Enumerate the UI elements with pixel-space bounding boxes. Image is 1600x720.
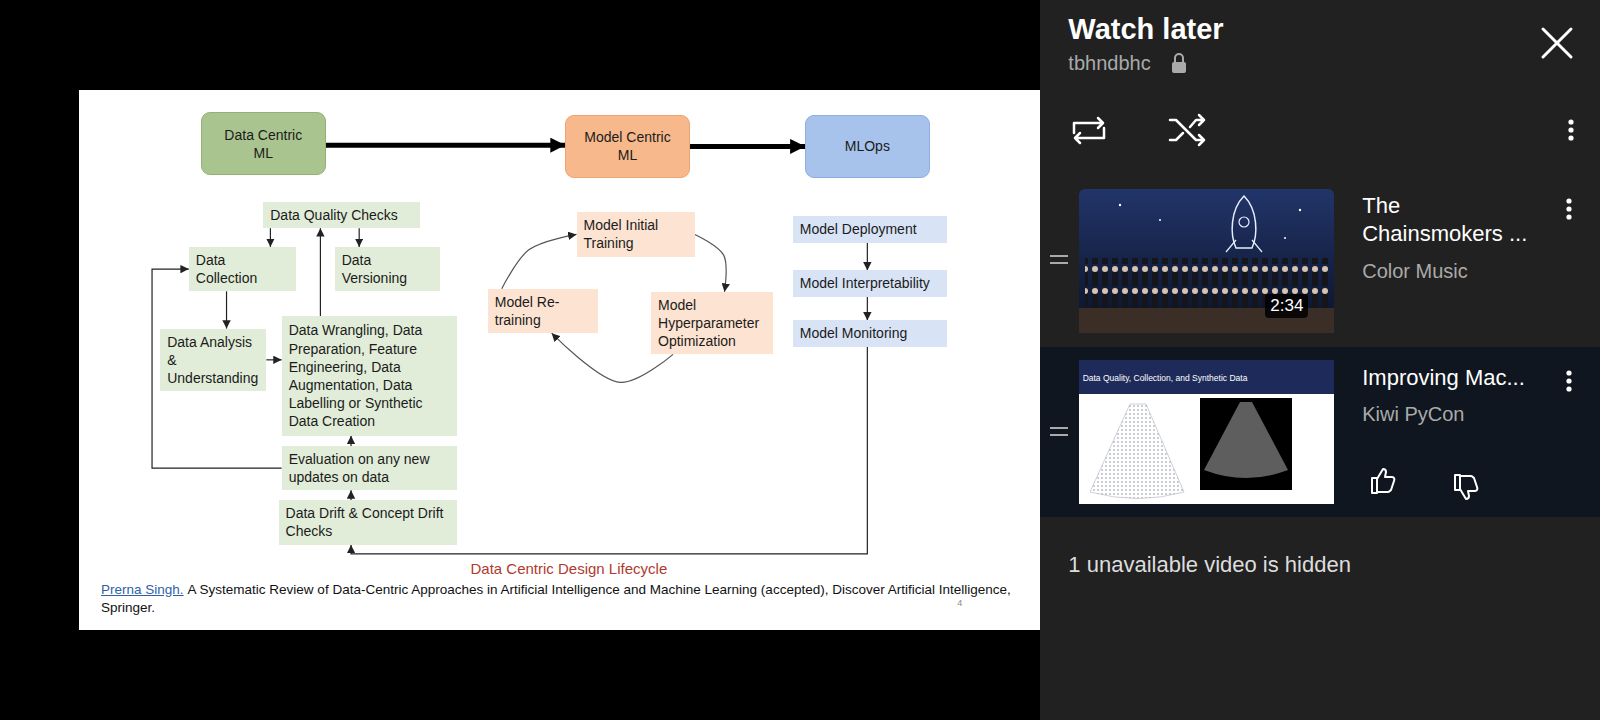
flow-arrow — [266, 359, 281, 360]
menu-icon — [1566, 370, 1571, 391]
menu-icon — [1566, 198, 1571, 219]
drag-handle — [1050, 256, 1068, 263]
playlist-panel — [1040, 0, 1600, 720]
process-box: Model Hyperparameter Optimization — [651, 292, 773, 355]
flow-arrow — [502, 234, 577, 288]
flow-arrow — [350, 490, 351, 500]
process-box: Model Interpretability — [793, 270, 947, 296]
citation: Prerna Singh.A Systematic Review of Data… — [101, 581, 1014, 617]
flow-arrow — [350, 436, 351, 446]
lock-icon — [1172, 54, 1186, 73]
playlist-title: Watch later — [1068, 12, 1223, 47]
box-text: Data Centric ML — [220, 126, 306, 162]
box-text: Model Monitoring — [800, 324, 940, 342]
slide-number: 4 — [957, 598, 962, 609]
like-icon — [1372, 469, 1394, 493]
box-text: Model Hyperparameter Optimization — [658, 296, 766, 351]
hidden-notice: 1 unavailable video is hidden — [1068, 552, 1351, 578]
video-thumbnail — [1079, 360, 1334, 504]
box-text: Model Deployment — [800, 220, 940, 238]
dislike-icon — [1455, 475, 1477, 499]
process-box: Model Re-training — [488, 289, 598, 333]
process-box: Model Deployment — [793, 216, 947, 242]
figure-caption: Data Centric Design Lifecycle — [449, 560, 689, 577]
slide — [79, 90, 1040, 630]
channel-name: Kiwi PyCon — [1362, 402, 1464, 426]
channel-name: Color Music — [1362, 259, 1468, 283]
box-text: Data Collection — [196, 251, 289, 287]
drag-handle — [1050, 428, 1068, 435]
shuffle-icon — [1170, 115, 1204, 145]
box-text: Model Centric ML — [584, 128, 670, 164]
author-link: Prerna Singh. — [101, 582, 184, 597]
stage-arrow — [326, 143, 566, 148]
citation-text: A Systematic Review of Data-Centric Appr… — [101, 582, 1011, 615]
video-title: Improving Mac... — [1362, 365, 1525, 391]
box-text: Data Quality Checks — [270, 206, 413, 224]
box-text: Data Analysis & Understanding — [167, 333, 259, 388]
flow-arrow — [152, 269, 282, 468]
video-thumbnail — [1079, 189, 1334, 333]
stage-arrow — [690, 144, 805, 149]
flow-arrow — [695, 234, 726, 291]
box-text: Model Interpretability — [800, 274, 940, 292]
process-box: Model Monitoring — [793, 320, 947, 346]
flow-arrow — [270, 228, 271, 247]
stage-header: Model Centric ML — [565, 115, 689, 177]
video-title: The Chainsmokers ... — [1362, 192, 1546, 248]
flow-arrow — [320, 228, 321, 316]
process-box: Data Wrangling, Data Preparation, Featur… — [282, 316, 458, 435]
process-box: Data Drift & Concept Drift Checks — [279, 500, 458, 545]
process-box: Data Quality Checks — [263, 202, 420, 228]
box-text: Model Re-training — [495, 293, 591, 329]
stage-header: MLOps — [805, 115, 929, 177]
process-box: Model Initial Training — [577, 212, 695, 256]
thumbnail-caption: Data Quality, Collection, and Synthetic … — [1083, 373, 1248, 383]
channel-name: tbhndbhc — [1068, 51, 1150, 75]
box-text: Data Drift & Concept Drift Checks — [286, 504, 451, 540]
box-text: Evaluation on any new updates on data — [289, 450, 451, 486]
box-text: Model Initial Training — [584, 216, 688, 252]
flow-arrow — [359, 228, 360, 247]
process-box: Evaluation on any new updates on data — [282, 446, 458, 490]
process-box: Data Analysis & Understanding — [160, 329, 266, 392]
repeat-icon — [1074, 118, 1104, 143]
flow-arrow — [867, 297, 868, 321]
stage-header: Data Centric ML — [201, 112, 325, 175]
flow-arrow — [867, 243, 868, 271]
selected-row — [1040, 347, 1600, 517]
close-icon — [1543, 29, 1571, 57]
flow-arrow — [226, 291, 227, 328]
box-text: Data Wrangling, Data Preparation, Featur… — [289, 321, 451, 430]
menu-icon — [1568, 119, 1573, 140]
box-text: MLOps — [824, 137, 910, 155]
process-box: Data Collection — [189, 247, 296, 291]
process-box: Data Versioning — [335, 247, 440, 291]
box-text: Data Versioning — [342, 251, 433, 287]
video-duration: 2:34 — [1265, 294, 1308, 318]
